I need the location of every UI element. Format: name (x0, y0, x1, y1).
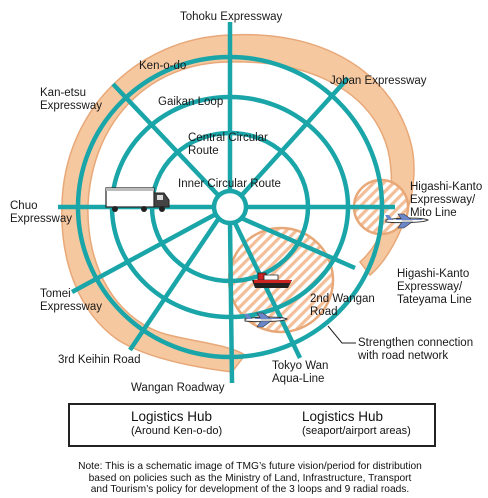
legend-ken-o-do-sub: (Around Ken-o-do) (131, 425, 223, 437)
footnote-line1: Note: This is a schematic image of TMG’s… (78, 461, 422, 472)
label-higashi-kanto-mito: Higashi-Kanto Expressway/ Mito Line (410, 181, 482, 220)
label-hk-mito-line2: Expressway/ (410, 194, 476, 206)
label-ken-o-do: Ken-o-do (139, 60, 187, 72)
label-tomei-expressway: Tomei Expressway (40, 288, 102, 314)
label-wangan-roadway: Wangan Roadway (131, 382, 225, 394)
label-chuo-line1: Chuo (10, 200, 38, 212)
label-kan-etsu-line1: Kan-etsu (40, 87, 87, 99)
label-inner-circular-route: Inner Circular Route (178, 178, 281, 190)
label-central-line2: Route (188, 145, 219, 157)
label-chuo-line2: Expressway (10, 213, 72, 225)
keihin3-radial (128, 216, 221, 352)
label-hk-mito-line1: Higashi-Kanto (410, 181, 483, 193)
label-tomei-line1: Tomei (40, 288, 71, 300)
kan-etsu-radial (111, 82, 221, 198)
radial-roads (58, 22, 395, 384)
footnote-line3: and Tourism’s policy for development of … (90, 484, 410, 495)
label-2nd-wangan-road: 2nd Wangan Road (310, 293, 375, 319)
label-tokyowan-line2: Aqua-Line (272, 373, 325, 385)
label-higashi-kanto-tateyama: Higashi-Kanto Expressway/ Tateyama Line (397, 268, 472, 307)
label-tohoku-expressway: Tohoku Expressway (180, 11, 283, 23)
label-tokyowan-line1: Tokyo Wan (272, 360, 329, 372)
label-tokyo-wan-aqua-line: Tokyo Wan Aqua-Line (272, 360, 328, 386)
label-joban-expressway: Joban Expressway (330, 75, 427, 87)
label-kan-etsu-line2: Expressway (40, 100, 102, 112)
label-hk-tate-line2: Expressway/ (397, 281, 463, 293)
truck-icon (105, 187, 170, 212)
wangan-roadway-radial (227, 222, 235, 384)
airplane-icon (244, 312, 288, 328)
tomei-radial (70, 212, 218, 294)
higashi-kanto-tateyama-radial (240, 215, 356, 271)
ken-o-do-hub-band (61, 33, 415, 373)
legend-item-port: Logistics Hub (seaport/airport areas) (302, 410, 411, 438)
legend-port-title: Logistics Hub (302, 409, 384, 424)
legend-port-sub: (seaport/airport areas) (302, 425, 411, 437)
label-gaikan-loop: Gaikan Loop (158, 96, 224, 108)
label-3rd-keihin-road: 3rd Keihin Road (58, 354, 141, 366)
footnote: Note: This is a schematic image of TMG’s… (40, 461, 460, 496)
label-hk-mito-line3: Mito Line (410, 207, 457, 219)
label-central-line1: Central Circular (188, 132, 268, 144)
label-kan-etsu-expressway: Kan-etsu Expressway (40, 87, 102, 113)
legend (68, 403, 436, 447)
footnote-line2: based on policies such as the Ministry o… (88, 472, 412, 484)
aqua-line-radial (232, 222, 303, 359)
legend-item-ken-o-do: Logistics Hub (Around Ken-o-do) (131, 410, 222, 438)
label-strengthen-connection: Strengthen connection with road network (358, 337, 473, 363)
label-hk-tate-line1: Higashi-Kanto (397, 268, 470, 280)
label-hk-tate-line3: Tateyama Line (397, 294, 472, 306)
label-central-circular-route: Central Circular Route (188, 132, 268, 158)
label-wangan2-line2: Road (310, 306, 338, 318)
legend-ken-o-do-title: Logistics Hub (131, 409, 213, 424)
joban-radial (239, 76, 350, 198)
ship-icon (252, 272, 292, 288)
strengthen-leader-line (327, 325, 356, 344)
label-strengthen-line1: Strengthen connection (358, 337, 474, 349)
label-strengthen-line2: with road network (358, 350, 449, 362)
label-chuo-expressway: Chuo Expressway (10, 200, 72, 226)
label-wangan2-line1: 2nd Wangan (310, 293, 375, 305)
label-tomei-line2: Expressway (40, 301, 102, 313)
airplane-icon (385, 213, 429, 229)
